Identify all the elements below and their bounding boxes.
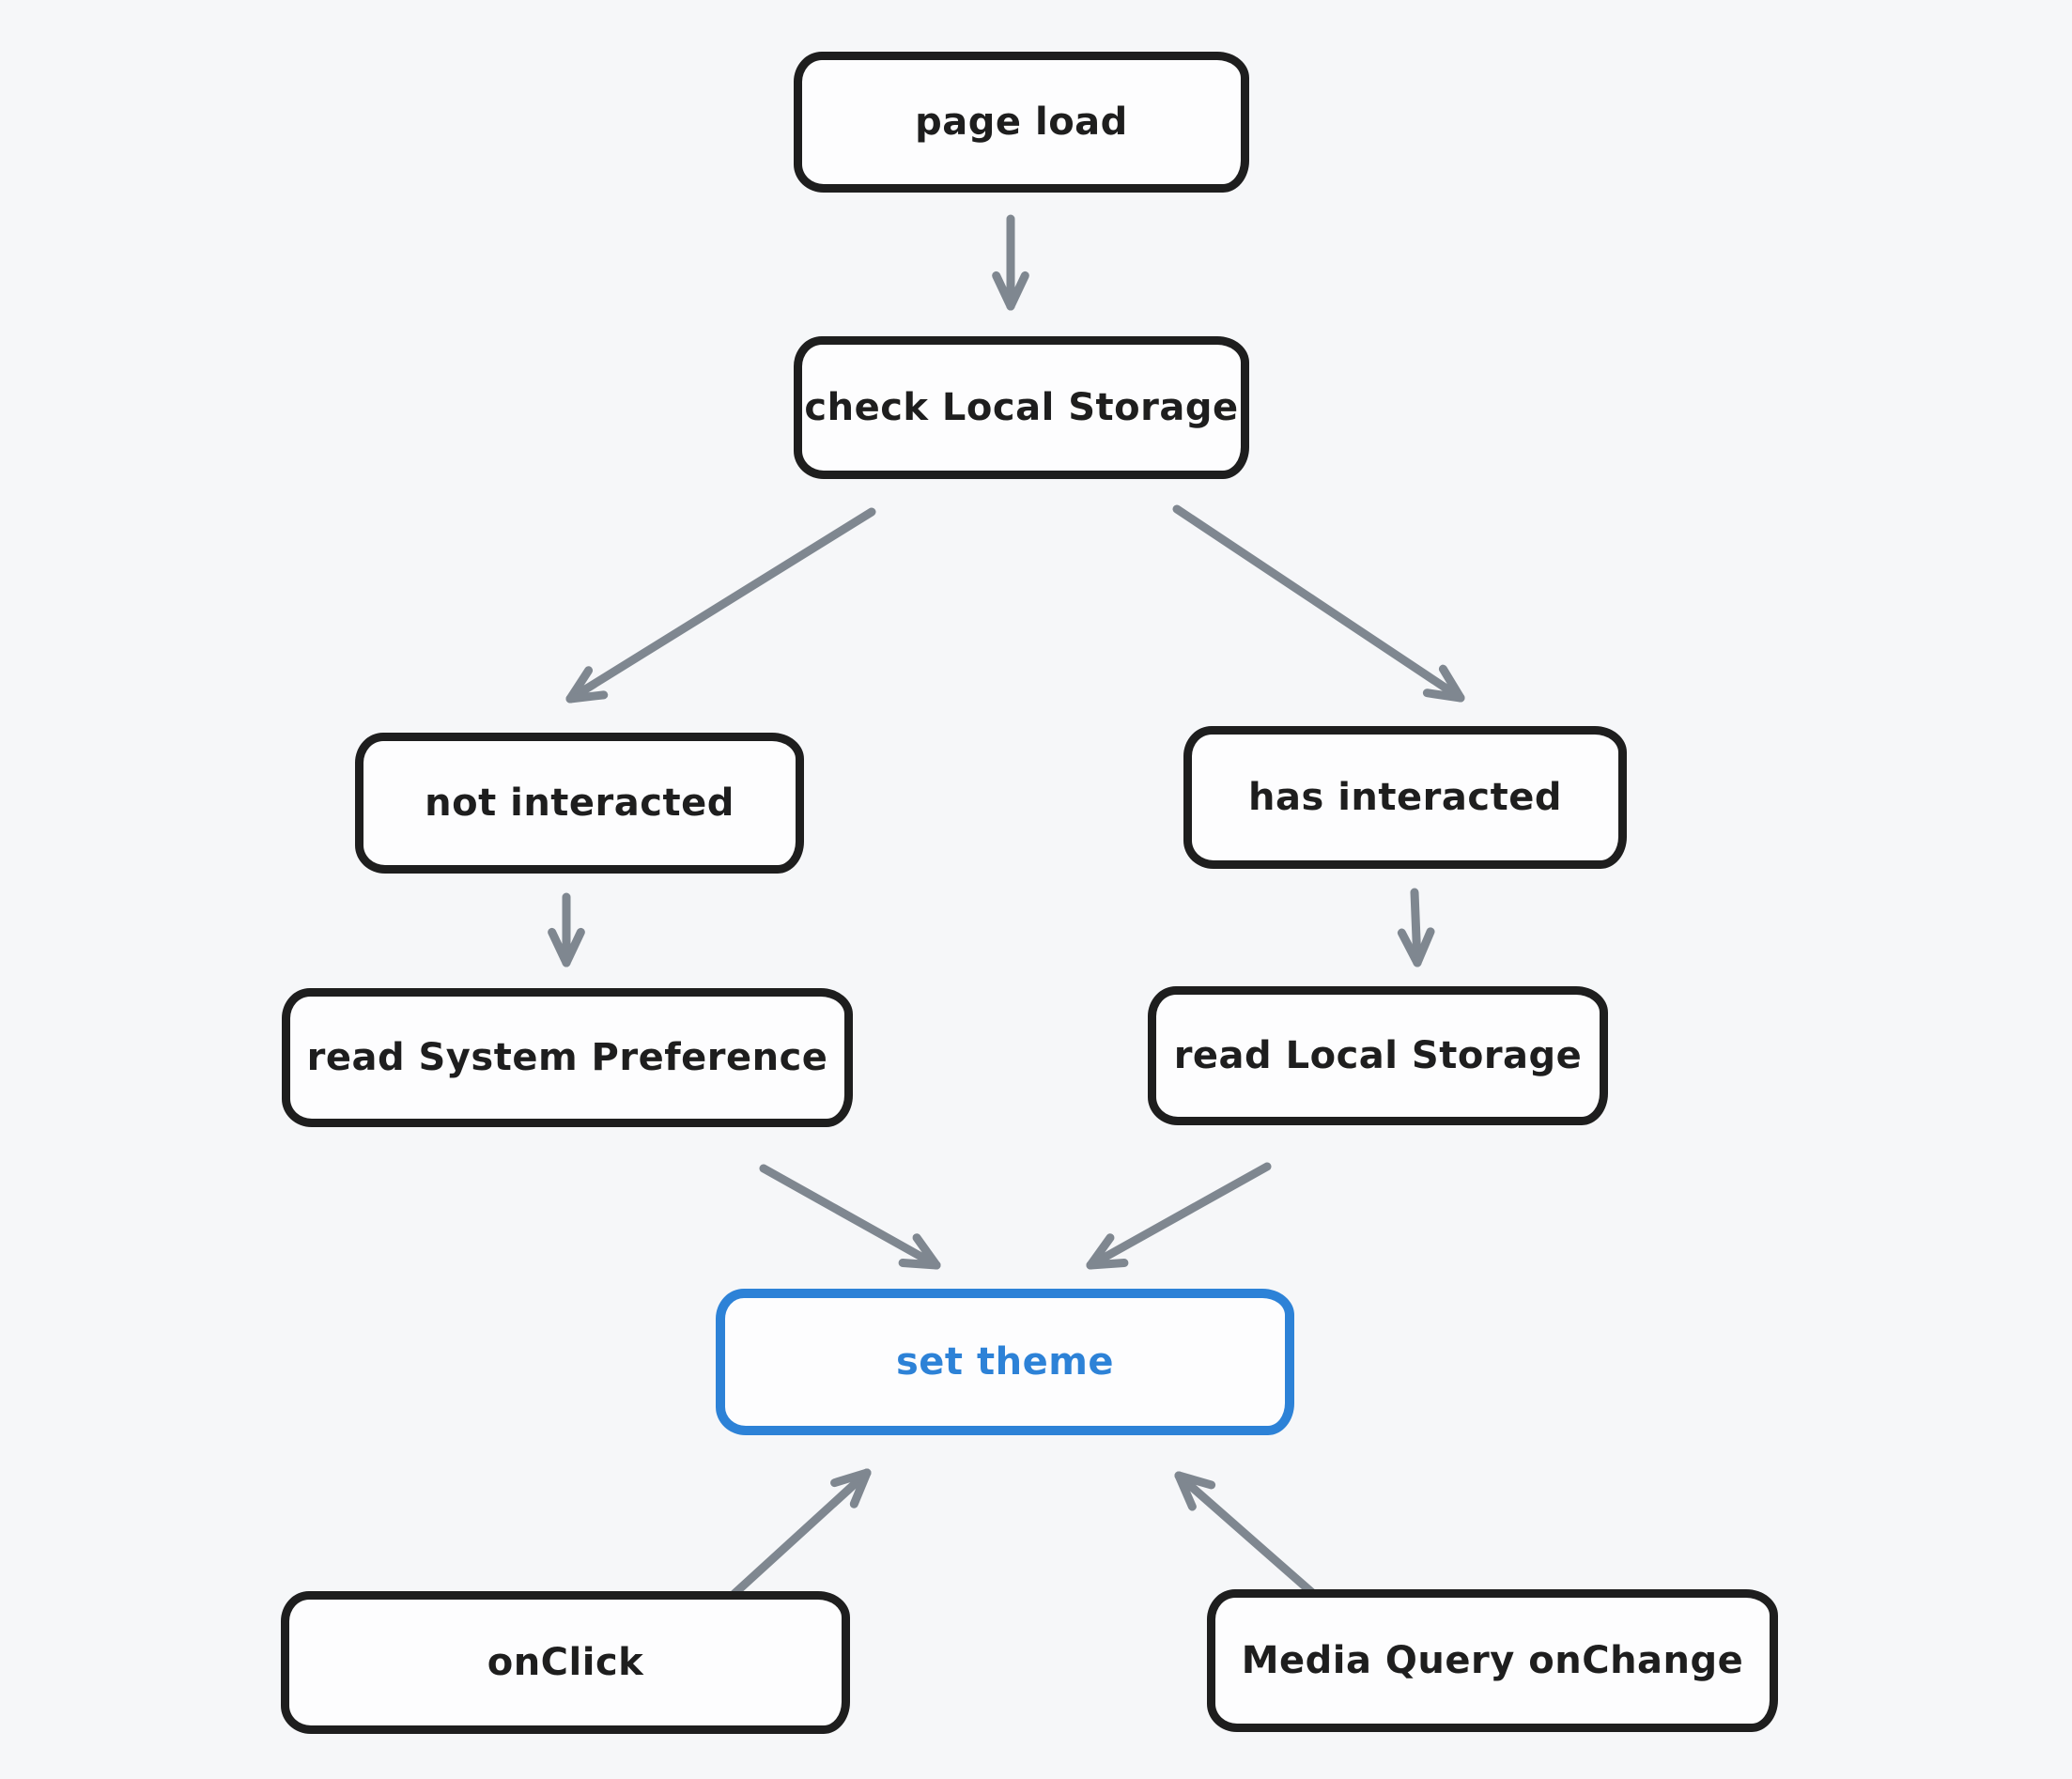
edge-check-local-storage-to-not-interacted xyxy=(565,507,876,704)
node-has-interacted-label: has interacted xyxy=(1248,776,1562,819)
edge-check-local-storage-to-has-interacted xyxy=(1172,504,1465,703)
node-read-local-storage-label: read Local Storage xyxy=(1173,1034,1583,1077)
edge-not-interacted-to-read-system-preference xyxy=(548,892,585,967)
node-check-local-storage-label: check Local Storage xyxy=(804,386,1239,429)
node-read-system-preference: read System Preference xyxy=(282,988,853,1127)
edge-has-interacted-to-read-local-storage xyxy=(1397,888,1435,967)
node-page-load: page load xyxy=(794,52,1249,193)
node-set-theme-label: set theme xyxy=(895,1340,1115,1384)
edge-read-local-storage-to-set-theme xyxy=(1086,1162,1272,1270)
node-check-local-storage: check Local Storage xyxy=(794,336,1249,479)
node-not-interacted-label: not interacted xyxy=(425,781,734,825)
node-onclick-label: onClick xyxy=(487,1641,644,1684)
node-media-query-onchange-label: Media Query onChange xyxy=(1241,1639,1744,1682)
node-set-theme: set theme xyxy=(716,1289,1294,1435)
node-read-system-preference-label: read System Preference xyxy=(306,1036,828,1079)
node-not-interacted: not interacted xyxy=(355,733,804,874)
node-has-interacted: has interacted xyxy=(1183,726,1627,869)
node-read-local-storage: read Local Storage xyxy=(1148,986,1608,1125)
node-page-load-label: page load xyxy=(915,101,1128,144)
edge-page-load-to-check-local-storage xyxy=(992,214,1029,311)
edge-read-system-preference-to-set-theme xyxy=(759,1164,941,1270)
node-onclick: onClick xyxy=(281,1591,850,1734)
node-media-query-onchange: Media Query onChange xyxy=(1207,1589,1778,1732)
